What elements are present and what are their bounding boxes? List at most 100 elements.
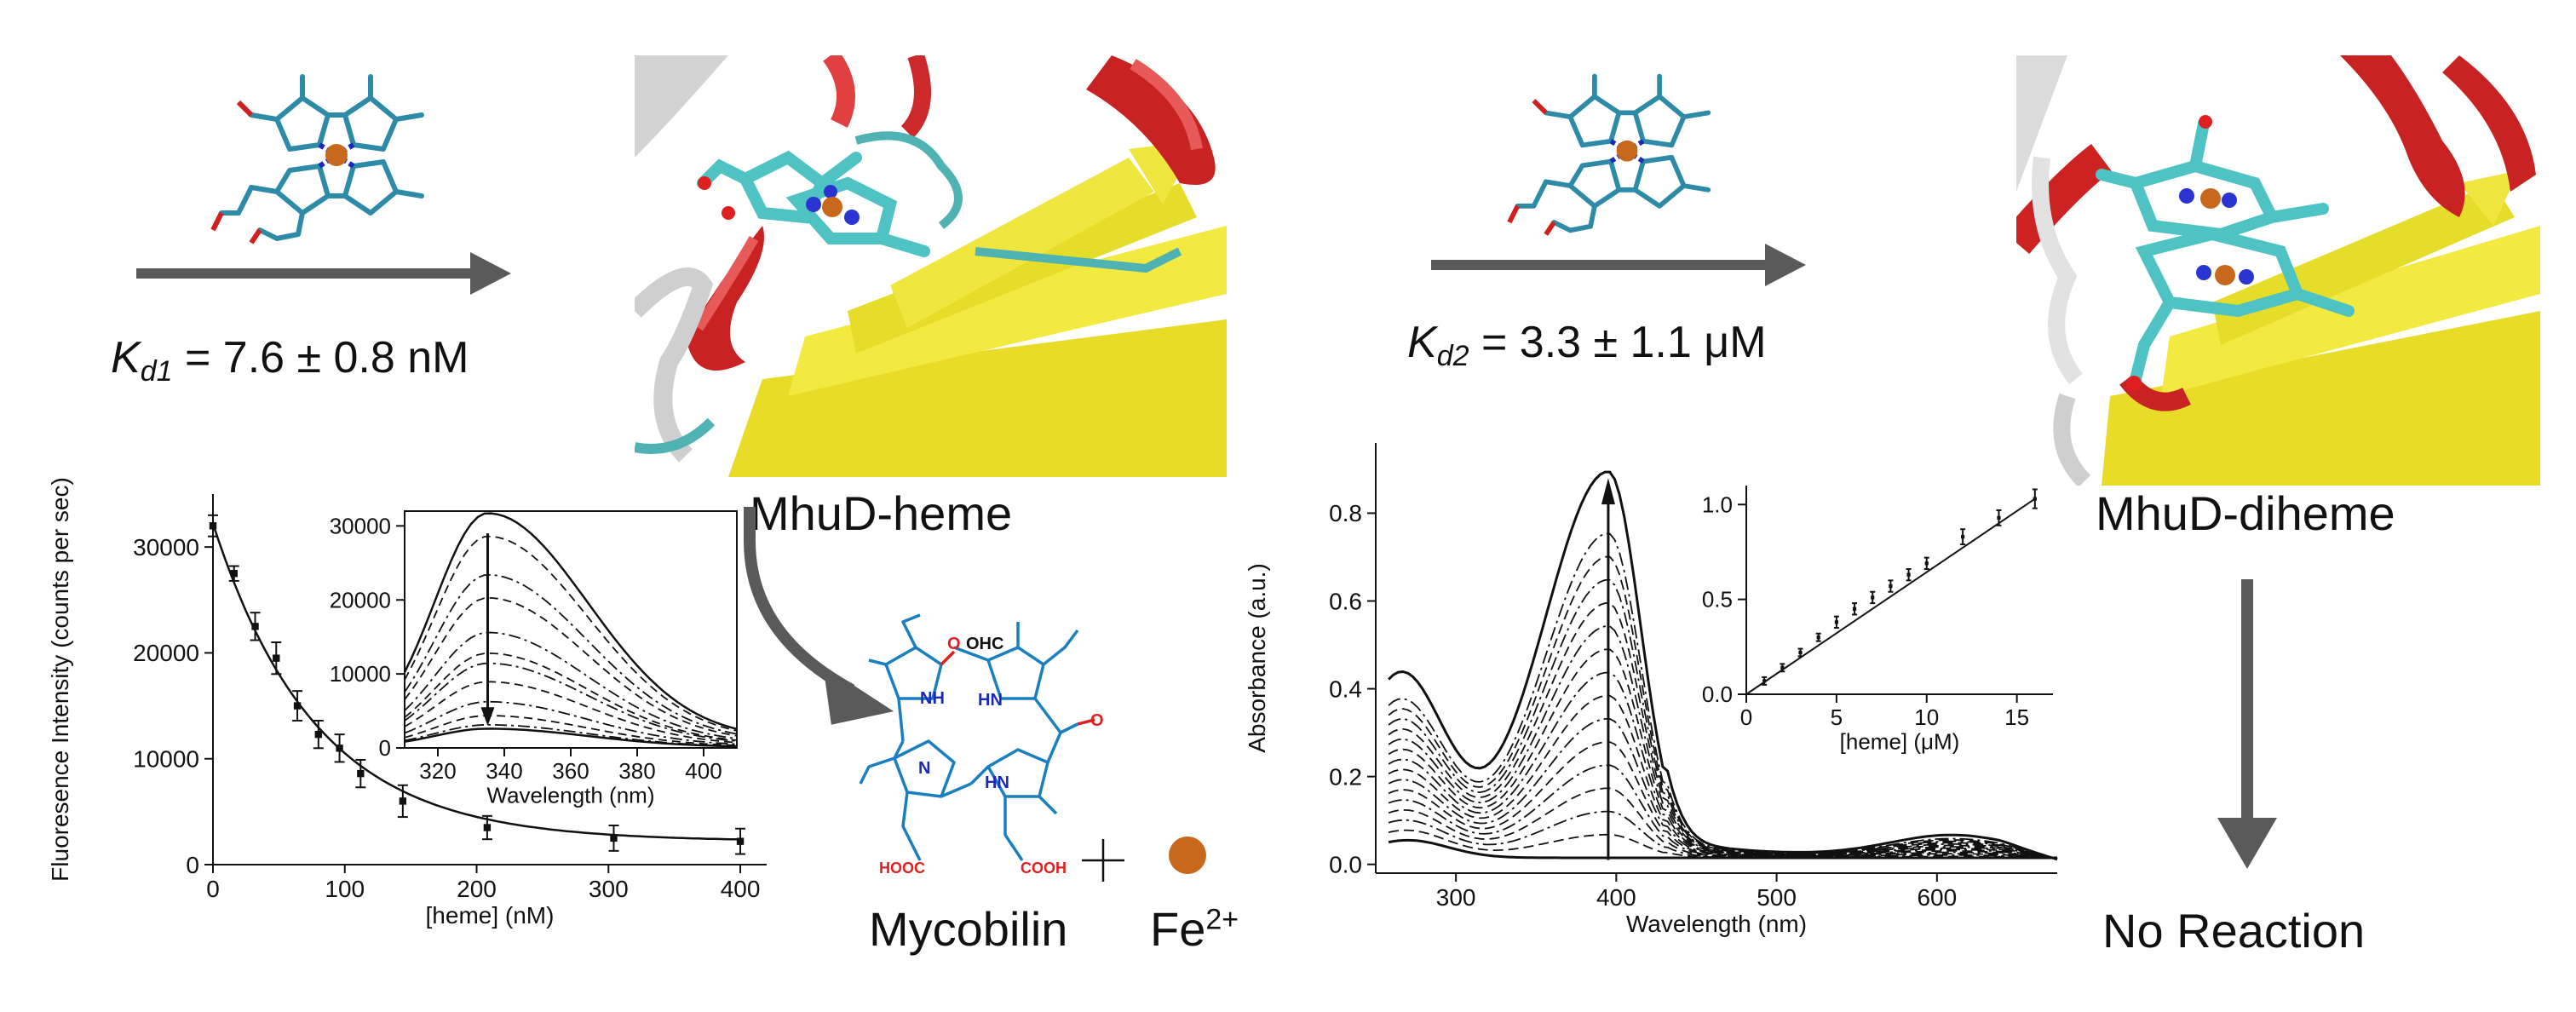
mycobilin-structure: O OHC NH HN N HN O HOOC COOH bbox=[859, 613, 1124, 882]
mycobilin-cooh: COOH bbox=[1021, 860, 1067, 877]
abs-inset-x-label: [heme] (μM) bbox=[1840, 729, 1960, 755]
fe-label: Fe2+ bbox=[1150, 902, 1239, 956]
fluor-inset-x-tick-label: 400 bbox=[685, 758, 722, 784]
mhud-heme-label: MhuD-heme bbox=[750, 486, 1013, 540]
abs-x-tick-label: 300 bbox=[1436, 884, 1476, 911]
fluor-data-point bbox=[736, 837, 745, 845]
abs-inset-y-tick-label: 0.5 bbox=[1702, 587, 1733, 612]
fluor-inset-arrow-head bbox=[480, 707, 495, 726]
fluor-inset-spectrum bbox=[404, 652, 738, 741]
fluor-inset-x-tick-label: 360 bbox=[552, 758, 589, 784]
no-reaction-label: No Reaction bbox=[2102, 904, 2366, 957]
abs-inset-data-point bbox=[1852, 607, 1857, 611]
abs-spectrum bbox=[1388, 810, 2058, 860]
abs-inset-data-point bbox=[1906, 572, 1911, 577]
mycobilin-hn2: HN bbox=[985, 773, 1009, 792]
iron-ion-icon bbox=[1169, 837, 1206, 874]
fluor-data-point bbox=[273, 654, 280, 662]
kd1-label: Kd1 = 7.6 ± 0.8 nM bbox=[111, 333, 469, 388]
fluor-data-point bbox=[399, 797, 407, 805]
abs-spectrum bbox=[1388, 532, 2058, 860]
heme-molecule-1 bbox=[210, 74, 424, 244]
mycobilin-label: Mycobilin bbox=[869, 902, 1068, 956]
abs-y-label: Absorbance (a.u.) bbox=[1244, 563, 1270, 753]
abs-inset-data-point bbox=[1871, 595, 1875, 600]
abs-inset-data-point bbox=[1798, 650, 1803, 655]
fluor-inset-spectrum bbox=[404, 700, 738, 745]
mycobilin-nh: NH bbox=[920, 689, 945, 708]
mycobilin-ohc: OHC bbox=[966, 635, 1003, 653]
abs-y-tick-label: 0.4 bbox=[1329, 676, 1362, 702]
abs-inset-data-point bbox=[2033, 497, 2037, 501]
fluor-y-tick-label: 10000 bbox=[133, 746, 199, 773]
abs-x-tick-label: 400 bbox=[1596, 884, 1636, 911]
fluor-inset-spectrum bbox=[404, 631, 738, 739]
abs-spectrum bbox=[1388, 718, 2058, 860]
mycobilin-o1: O bbox=[947, 635, 961, 653]
mycobilin-n: N bbox=[918, 759, 930, 778]
fluor-x-tick-label: 300 bbox=[589, 876, 629, 902]
abs-inset-data-point bbox=[1762, 679, 1767, 683]
fluor-data-point bbox=[314, 730, 323, 739]
fluor-inset-spectrum bbox=[404, 662, 738, 742]
fluor-inset-x-label: Wavelength (nm) bbox=[487, 783, 655, 808]
fluor-data-point bbox=[230, 570, 238, 578]
abs-spectrum bbox=[1388, 787, 2058, 860]
mycobilin-hooc: HOOC bbox=[879, 860, 925, 877]
fluor-fit-line bbox=[211, 523, 741, 841]
fluor-data-point bbox=[483, 824, 492, 831]
reaction-arrow bbox=[744, 507, 894, 725]
protein-structure-mhud-heme bbox=[635, 55, 1227, 477]
fluor-inset-x-tick-label: 320 bbox=[419, 758, 456, 784]
abs-inset-data-point bbox=[1834, 620, 1838, 624]
abs-spectrum bbox=[1388, 470, 2058, 861]
fluor-inset-spectrum bbox=[403, 512, 738, 731]
fluor-data-point bbox=[357, 769, 365, 778]
abs-spectrum bbox=[1388, 555, 2058, 860]
fluor-inset-x-tick-label: 340 bbox=[486, 758, 522, 784]
protein-structure-mhud-diheme bbox=[2016, 55, 2540, 486]
fluor-data-point bbox=[610, 834, 618, 842]
abs-inset-data-point bbox=[1924, 561, 1929, 566]
fluor-inset-y-tick-label: 0 bbox=[379, 735, 391, 761]
abs-inset-data-point bbox=[1961, 535, 1965, 539]
abs-spectrum bbox=[1388, 625, 2058, 860]
abs-spectrum bbox=[1388, 694, 2058, 860]
abs-inset-fit-line bbox=[1745, 497, 2036, 695]
abs-x-tick-label: 600 bbox=[1917, 884, 1957, 911]
fluor-y-tick-label: 0 bbox=[186, 852, 199, 878]
mycobilin-hn: HN bbox=[978, 691, 1003, 710]
abs-inset-x-tick-label: 15 bbox=[2004, 704, 2029, 730]
fluor-inset-spectrum bbox=[404, 596, 738, 737]
mycobilin-o2: O bbox=[1090, 711, 1104, 730]
abs-spectrum bbox=[1388, 579, 2058, 860]
abs-spectrum bbox=[1388, 741, 2058, 860]
fluor-inset-y-tick-label: 10000 bbox=[330, 661, 391, 687]
fluor-x-label: [heme] (nM) bbox=[426, 902, 555, 929]
abs-inset-data-point bbox=[1997, 515, 2001, 520]
fluor-inset-y-tick-label: 30000 bbox=[330, 513, 391, 538]
mhud-diheme-label: MhuD-diheme bbox=[2096, 486, 2395, 540]
abs-inset-data-point bbox=[1816, 635, 1820, 640]
abs-inset-data-point bbox=[1780, 665, 1785, 670]
abs-y-tick-label: 0.8 bbox=[1329, 500, 1362, 526]
kd2-label: Kd2 = 3.3 ± 1.1 μM bbox=[1407, 318, 1767, 372]
fluor-inset-spectrum bbox=[404, 681, 738, 744]
abs-spectrum bbox=[1388, 648, 2058, 860]
heme-molecule-2 bbox=[1507, 73, 1711, 236]
fluor-inset-spectrum bbox=[404, 715, 738, 746]
abs-x-tick-label: 500 bbox=[1757, 884, 1797, 911]
fluor-x-tick-label: 400 bbox=[721, 876, 761, 902]
abs-arrow-head bbox=[1601, 478, 1615, 505]
fluor-data-point bbox=[251, 623, 259, 630]
abs-x-label: Wavelength (nm) bbox=[1626, 911, 1807, 937]
abs-inset-x-tick-label: 10 bbox=[1914, 704, 1939, 730]
fluor-inset-spectrum bbox=[404, 535, 738, 732]
abs-inset-y-tick-label: 0.0 bbox=[1702, 681, 1733, 707]
fluor-inset-y-tick-label: 20000 bbox=[330, 587, 391, 612]
abs-inset-x-tick-label: 5 bbox=[1831, 704, 1843, 730]
abs-y-tick-label: 0.0 bbox=[1329, 851, 1362, 877]
binding-arrow-1 bbox=[136, 252, 511, 295]
